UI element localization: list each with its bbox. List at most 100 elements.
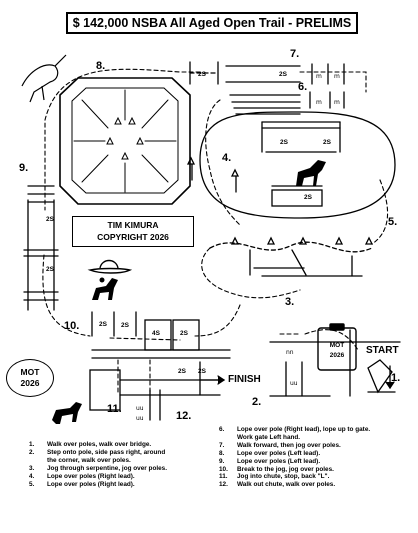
instruction-text: Walk forward, then jog over poles. bbox=[237, 441, 341, 449]
spacing-label: 2S bbox=[198, 368, 206, 375]
serpentine-3 bbox=[209, 236, 374, 277]
marker-9: 9. bbox=[19, 162, 29, 174]
cone-marks bbox=[106, 116, 144, 160]
mot-left-line1: MOT bbox=[20, 367, 40, 377]
credit-name: TIM KIMURA bbox=[107, 220, 159, 230]
instruction-number: 1. bbox=[29, 441, 35, 448]
spacing-label: 2S bbox=[99, 321, 107, 328]
marker-10: 10. bbox=[64, 320, 80, 332]
instruction-item: 6. Lope over pole (Right lead), lope up t… bbox=[219, 426, 370, 434]
marker-7: 7. bbox=[290, 48, 300, 60]
octagon-spokes bbox=[73, 89, 177, 193]
unicorn-icon bbox=[21, 54, 67, 103]
obstacle-4 bbox=[186, 156, 240, 193]
marker-6: 6. bbox=[298, 81, 308, 93]
svg-text:uu: uu bbox=[136, 405, 144, 412]
instruction-number bbox=[219, 434, 237, 442]
instruction-number: 8. bbox=[219, 449, 225, 457]
instruction-number: 12. bbox=[219, 481, 228, 489]
instruction-item: Work gate Left hand. bbox=[219, 434, 370, 442]
goat-icon bbox=[52, 402, 82, 424]
start-arrow bbox=[385, 365, 395, 390]
spacing-label: 2S bbox=[323, 139, 331, 146]
marker-5: 5. bbox=[388, 216, 398, 228]
instruction-item: 11.Jog into chute, stop, back "L". bbox=[219, 473, 370, 481]
spacing-label: 2S bbox=[304, 194, 312, 201]
obstacle-9 bbox=[23, 185, 59, 311]
chute-marks: m m m m nn uu uu uu bbox=[136, 73, 340, 422]
spacing-label: 2S bbox=[280, 139, 288, 146]
mot-right-line2: 2026 bbox=[329, 352, 345, 359]
credit-copyright: COPYRIGHT 2026 bbox=[97, 231, 169, 242]
instruction-number: 2. bbox=[29, 448, 35, 456]
instruction-number bbox=[29, 457, 47, 465]
instruction-item: 12. Walk out chute, walk over poles. bbox=[219, 481, 370, 489]
instruction-item: 9.Lope over poles (Left lead). bbox=[219, 458, 370, 466]
spacing-label: 2S bbox=[121, 322, 129, 329]
svg-text:m: m bbox=[334, 99, 340, 106]
svg-text:m: m bbox=[316, 73, 322, 80]
marker-start: START bbox=[366, 345, 399, 356]
obstacle-6 bbox=[309, 91, 345, 109]
instruction-number: 11. bbox=[219, 473, 228, 481]
instruction-number: 6. bbox=[219, 426, 225, 433]
obstacle-1-2 bbox=[269, 329, 401, 397]
marker-finish: FINISH bbox=[228, 374, 261, 385]
marker-8: 8. bbox=[96, 60, 106, 72]
horse-icon bbox=[296, 160, 326, 186]
instruction-text: Jog through serpentine, jog over poles. bbox=[47, 464, 168, 472]
mot-right-line1: MOT bbox=[329, 342, 345, 349]
instruction-number: 9. bbox=[219, 457, 225, 465]
mot-left-line2: 2026 bbox=[20, 378, 40, 388]
poles-oval-bottom bbox=[271, 185, 323, 207]
poles-oval-top bbox=[261, 121, 341, 153]
octagon-arena-inner bbox=[71, 87, 179, 194]
mot-badge-left: MOT 2026 bbox=[6, 359, 54, 397]
instruction-text: Work gate Left hand. bbox=[237, 433, 301, 441]
gate-lines bbox=[229, 94, 301, 115]
svg-text:uu: uu bbox=[290, 380, 298, 387]
instruction-number: 10. bbox=[219, 465, 228, 473]
instruction-item: 10. Break to the jog, jog over poles. bbox=[219, 466, 370, 474]
instruction-text: Step onto pole, side pass right, around bbox=[47, 448, 166, 456]
instruction-item: 7. Walk forward, then jog over poles. bbox=[219, 442, 370, 450]
finish-arrow bbox=[199, 375, 226, 385]
instruction-number: 7. bbox=[219, 441, 225, 449]
svg-text:m: m bbox=[316, 99, 322, 106]
marker-2: 2. bbox=[252, 396, 262, 408]
instruction-item: 2. Step onto pole, side pass right, aroun… bbox=[29, 449, 167, 457]
instruction-text: Lope over pole (Right lead), lope up to … bbox=[237, 426, 371, 433]
marker-4: 4. bbox=[222, 152, 232, 164]
spacing-label: 2S bbox=[178, 368, 186, 375]
instruction-item: 3.Jog through serpentine, jog over poles… bbox=[29, 465, 167, 473]
course-title: $ 142,000 NSBA All Aged Open Trail - PRE… bbox=[66, 12, 358, 34]
instruction-text: Lope over poles (Left lead). bbox=[237, 449, 321, 457]
instruction-number: 5. bbox=[29, 480, 35, 488]
spacing-label: 2S bbox=[46, 216, 54, 223]
instruction-item: 5. Lope over poles (Right lead). bbox=[29, 481, 167, 489]
poles-top bbox=[189, 61, 301, 85]
copyright-box: TIM KIMURA COPYRIGHT 2026 bbox=[72, 216, 194, 247]
instruction-item: 4. Lope over poles (Right lead). bbox=[29, 473, 167, 481]
svg-text:m: m bbox=[334, 73, 340, 80]
clipboard-icon bbox=[317, 323, 357, 371]
instructions-left: 1.Walk over poles, walk over bridge. 2.S… bbox=[29, 441, 167, 488]
instruction-item: the corner, walk over poles. bbox=[29, 457, 167, 465]
marker-12: 12. bbox=[176, 410, 192, 422]
instruction-text: the corner, walk over poles. bbox=[47, 456, 131, 464]
instruction-text: Break to the jog, jog over poles. bbox=[237, 465, 334, 473]
instruction-number: 4. bbox=[29, 472, 35, 480]
horse-rider-icon bbox=[92, 277, 118, 300]
instruction-text: Lope over poles (Right lead). bbox=[47, 472, 135, 480]
obstacle-10 bbox=[91, 311, 231, 359]
mot-badge-right: MOT 2026 bbox=[322, 341, 352, 371]
svg-text:uu: uu bbox=[136, 415, 144, 422]
svg-text:nn: nn bbox=[286, 349, 294, 356]
instruction-text: Walk out chute, walk over poles. bbox=[237, 481, 336, 489]
cowboy-hat-icon bbox=[87, 259, 133, 274]
spacing-label: 2S bbox=[46, 266, 54, 273]
marker-11: 11. bbox=[107, 403, 122, 415]
instruction-text: Lope over poles (Right lead). bbox=[47, 480, 135, 488]
obstacle-7 bbox=[311, 63, 345, 85]
